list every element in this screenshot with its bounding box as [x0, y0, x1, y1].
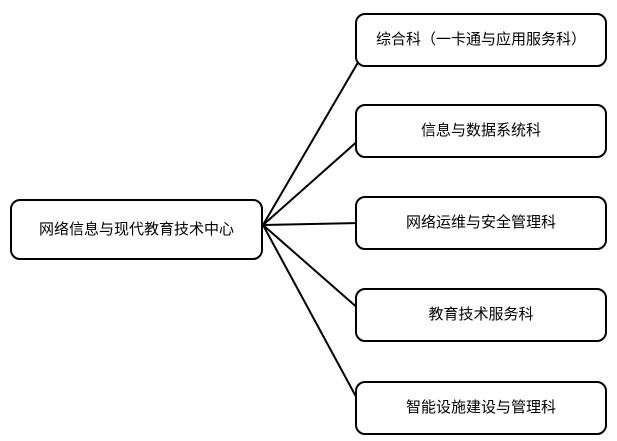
connector-line-root-to-dept-1 [262, 138, 361, 226]
department-node-label: 智能设施建设与管理科 [405, 399, 556, 416]
department-node-1: 信息与数据系统科 [355, 104, 607, 158]
department-node-2: 网络运维与安全管理科 [355, 196, 607, 250]
connector-line-root-to-dept-4 [262, 224, 361, 405]
connector-line-root-to-dept-3 [262, 224, 361, 311]
department-node-3: 教育技术服务科 [355, 288, 607, 342]
department-node-label: 网络运维与安全管理科 [405, 214, 556, 231]
connector-line-root-to-dept-0 [262, 58, 361, 226]
department-node-label: 教育技术服务科 [428, 306, 534, 323]
department-node-label: 综合科（一卡通与应用服务科） [375, 31, 586, 48]
root-node-label: 网络信息与现代教育技术中心 [38, 220, 234, 238]
department-node-0: 综合科（一卡通与应用服务科） [355, 13, 607, 67]
department-node-label: 信息与数据系统科 [420, 122, 541, 139]
connector-line-root-to-dept-2 [262, 222, 361, 226]
root-node: 网络信息与现代教育技术中心 [10, 199, 263, 260]
department-node-4: 智能设施建设与管理科 [355, 381, 607, 435]
